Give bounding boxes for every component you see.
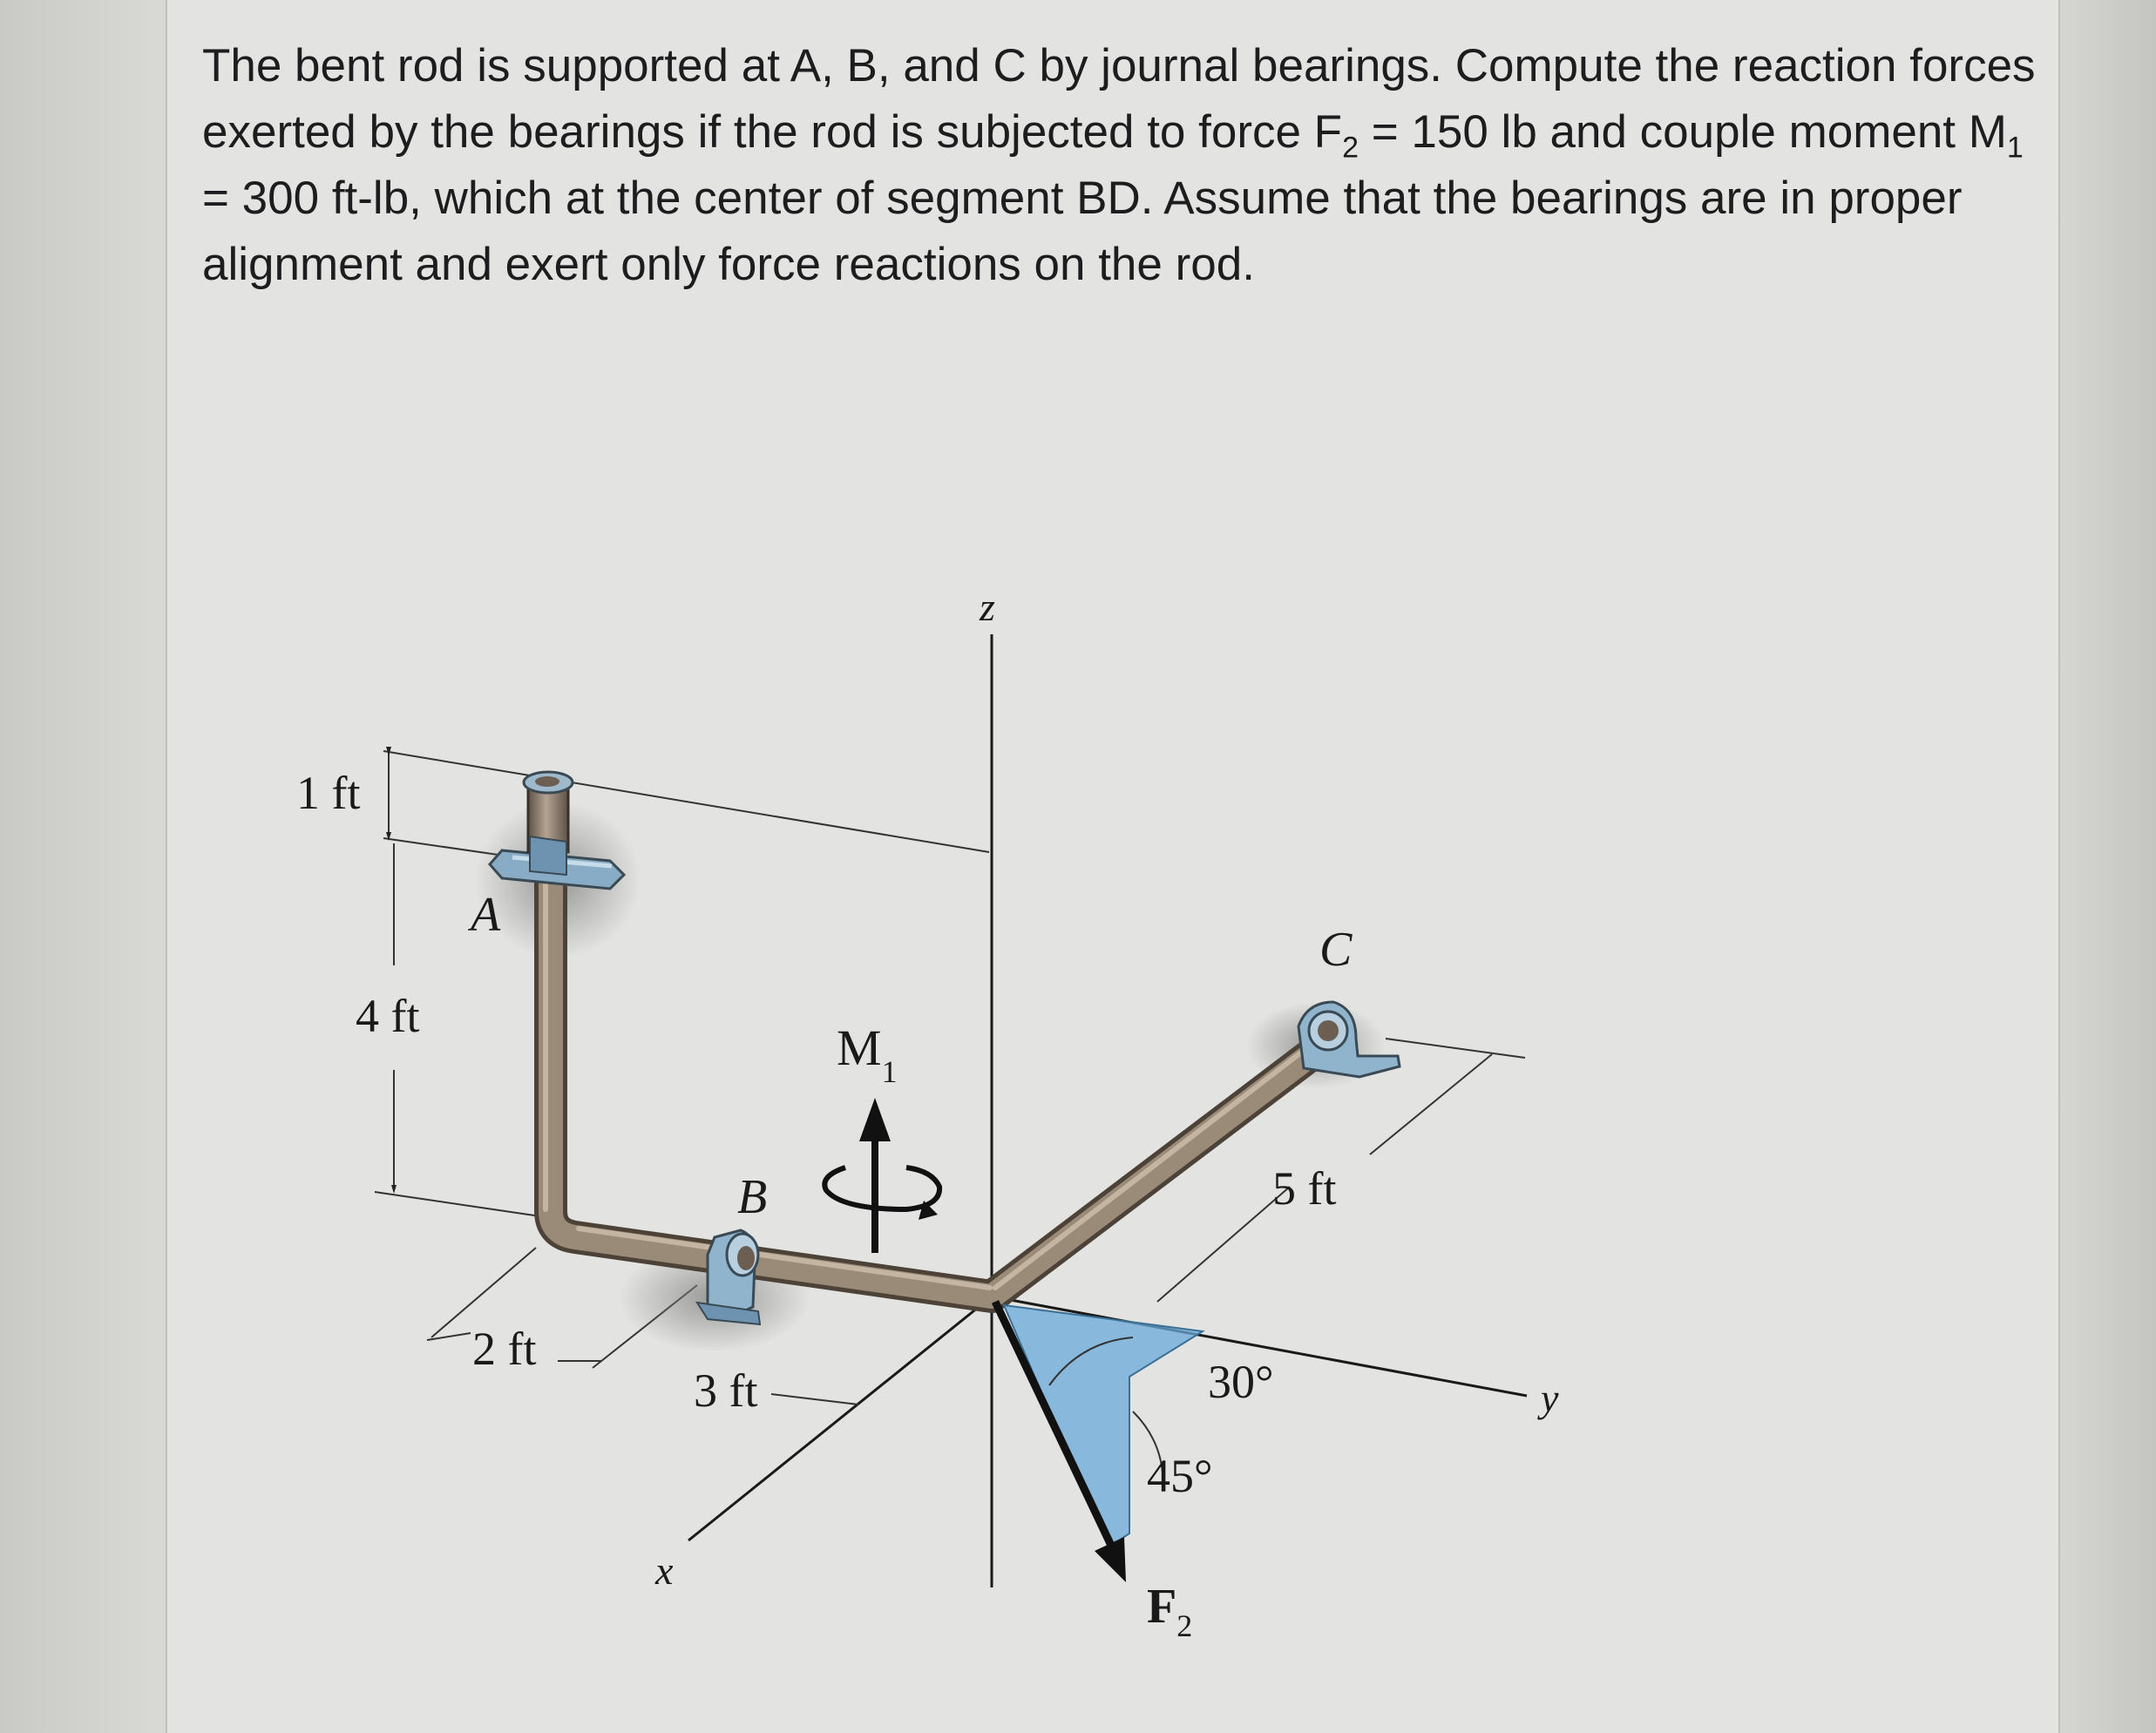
bearing-c [1297, 1000, 1401, 1079]
moment-m1-label: M1 [837, 1019, 898, 1089]
moment-m-letter: M [837, 1019, 882, 1076]
problem-text-1: The bent rod is supported at A, B, and C… [202, 40, 2036, 158]
y-axis-label: y [1537, 1376, 1559, 1420]
problem-statement: The bent rod is supported at A, B, and C… [202, 33, 2050, 298]
dimension-5ft-label: 5 ft [1272, 1162, 1337, 1215]
z-axis-label: z [979, 585, 995, 629]
force-f-letter: F [1147, 1580, 1176, 1634]
force-f-subscript: 2 [1176, 1608, 1192, 1643]
force-f2-label: F2 [1147, 1580, 1192, 1643]
point-a-label: A [467, 888, 501, 942]
bent-rod [534, 863, 1357, 1313]
m1-subscript: 1 [2006, 131, 2024, 165]
moment-m1 [822, 1098, 943, 1253]
dimension-4ft-label: 4 ft [356, 990, 420, 1042]
point-c-label: C [1319, 923, 1353, 977]
x-axis [688, 1295, 993, 1542]
y-axis [991, 1295, 1528, 1398]
dimension-3ft-label: 3 ft [694, 1364, 758, 1417]
bearing-a [488, 770, 627, 890]
angle-45-label: 45° [1147, 1450, 1213, 1502]
force-f2-arrow [991, 1300, 1118, 1553]
dimension-2ft-label: 2 ft [472, 1323, 537, 1375]
problem-text-2: = 150 lb and couple moment M [1358, 106, 2007, 158]
problem-text-3: = 300 ft-lb, which at the center of segm… [202, 173, 1963, 290]
x-axis-label: x [654, 1548, 674, 1593]
force-f2-construction [991, 1300, 1205, 1582]
bearing-b [695, 1229, 762, 1326]
angle-30-label: 30° [1208, 1356, 1274, 1408]
dimension-1ft-label: 1 ft [296, 767, 361, 819]
f2-subscript: 2 [1342, 131, 1359, 165]
moment-m-subscript: 1 [882, 1054, 898, 1089]
force-f2-arrowhead [1095, 1537, 1126, 1582]
point-b-label: B [737, 1170, 767, 1224]
